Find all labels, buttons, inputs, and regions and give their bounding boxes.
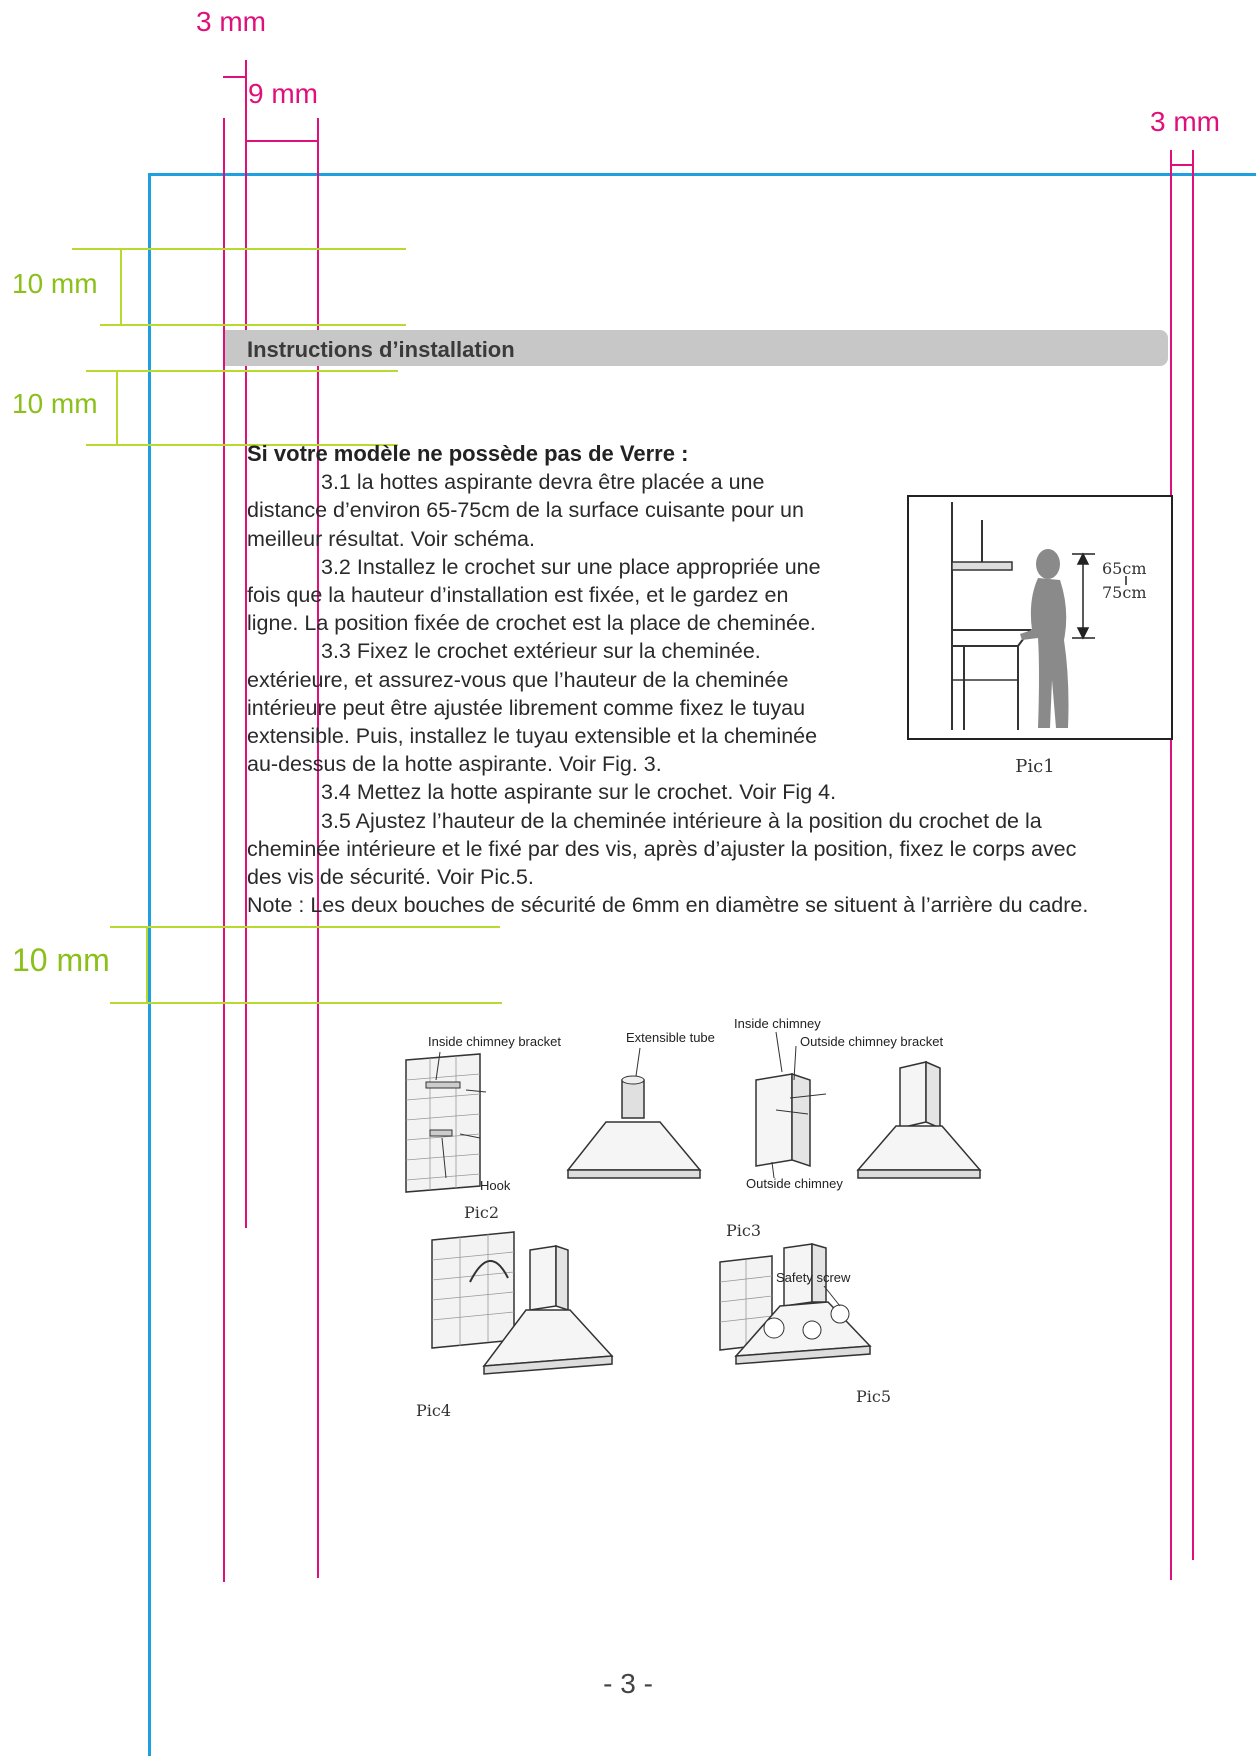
pic2-label: Pic2: [464, 1203, 499, 1222]
text-line: 3.1 la hottes aspirante devra être placé…: [321, 470, 765, 495]
pic3-callout-outside: Outside chimney: [746, 1176, 843, 1191]
pic3-tube-hood-icon: [566, 1075, 702, 1179]
pic1-dim-bottom: 75cm: [1102, 583, 1147, 602]
pic3-chimney-icon: [755, 1072, 827, 1168]
text-line: meilleur résultat. Voir schéma.: [247, 526, 535, 551]
section-title: Instructions d’installation: [247, 337, 515, 362]
guide-magenta-tick-3mm: [223, 76, 247, 78]
pic1-person-icon: [1020, 549, 1069, 728]
text-line: cheminée intérieure et le fixé par des v…: [247, 836, 1077, 861]
instructions-heading: Si votre modèle ne possède pas de Verre …: [247, 441, 689, 466]
pic1-label: Pic1: [1015, 756, 1054, 777]
pic3-callout-outside-bracket: Outside chimney bracket: [800, 1034, 943, 1049]
guide-green-v3: [146, 926, 148, 1004]
instructions-body: Si votre modèle ne possède pas de Verre …: [247, 440, 1197, 919]
guide-magenta-3: [317, 118, 319, 1578]
pic3-label: Pic3: [726, 1221, 761, 1240]
guide-green-h4: [86, 444, 398, 446]
guide-green-h2: [100, 324, 406, 326]
guide-magenta-tick-right: [1170, 164, 1194, 166]
pic3-callout-tube: Extensible tube: [626, 1030, 715, 1045]
text-line: distance d’environ 65-75cm de la surface…: [247, 498, 804, 523]
pic1-hood-icon: [951, 561, 1013, 571]
section-header-bar: [225, 330, 1168, 366]
text-line: au-dessus de la hotte aspirante. Voir Fi…: [247, 752, 662, 777]
text-line: 3.2 Installez le crochet sur une place a…: [321, 554, 821, 579]
pic2-callout-bracket: Inside chimney bracket: [428, 1034, 561, 1049]
pic1-dimension-arrow: [1072, 552, 1127, 640]
text-line: 3.5 Ajustez l’hauteur de la cheminée int…: [321, 808, 1042, 833]
guide-magenta-5: [1192, 150, 1194, 1560]
guide-blue-top: [148, 173, 1256, 176]
margin-label-10mm-a: 10 mm: [12, 268, 98, 299]
margin-label-9mm: 9 mm: [248, 78, 318, 109]
pic1-figure: 65cm 75cm Pic1: [907, 495, 1173, 777]
guide-magenta-1: [223, 118, 225, 1582]
text-line: des vis de sécurité. Voir Pic.5.: [247, 865, 534, 890]
text-line: 3.4 Mettez la hotte aspirante sur le cro…: [321, 780, 837, 805]
margin-label-3mm-left: 3 mm: [196, 6, 266, 37]
guide-green-v2: [116, 370, 118, 446]
margin-label-3mm-right: 3 mm: [1150, 106, 1220, 137]
pic3-callout-inside: Inside chimney: [734, 1016, 821, 1031]
guide-green-h5: [110, 926, 500, 928]
pic3-hood-icon: [856, 1060, 982, 1179]
guide-magenta-4: [1170, 150, 1172, 1580]
pic4-label: Pic4: [416, 1401, 451, 1420]
text-line: 3.3 Fixez le crochet extérieur sur la ch…: [321, 639, 761, 664]
guide-green-h1: [72, 248, 406, 250]
text-line: ligne. La position fixée de crochet est …: [247, 611, 816, 636]
text-line: intérieure peut être ajustée librement c…: [247, 695, 806, 720]
pic4-hang-icon: [431, 1231, 614, 1375]
installation-steps-figure: Inside chimney bracket Hook Pic2 Extensi…: [405, 1016, 982, 1420]
guide-magenta-2: [245, 60, 247, 1228]
guide-magenta-tick-9mm: [247, 140, 319, 142]
text-line: fois que la hauteur d’installation est f…: [247, 583, 789, 608]
guide-green-h3: [86, 370, 398, 372]
pic2-callout-hook: Hook: [480, 1178, 511, 1193]
pic5-screw-icon: [719, 1243, 872, 1365]
pic5-callout-screw: Safety screw: [776, 1270, 851, 1285]
text-line: extensible. Puis, installez le tuyau ext…: [247, 724, 818, 749]
text-line: extérieure, et assurez-vous que l’hauteu…: [247, 667, 789, 692]
guide-blue-left: [148, 173, 151, 1756]
margin-label-10mm-b: 10 mm: [12, 388, 98, 419]
margin-label-10mm-c: 10 mm: [12, 942, 110, 978]
text-line: Note : Les deux bouches de sécurité de 6…: [247, 893, 1089, 918]
page-number: - 3 -: [603, 1668, 653, 1699]
guide-green-v1: [120, 248, 122, 326]
guide-green-h6: [110, 1002, 502, 1004]
pic5-label: Pic5: [856, 1387, 891, 1406]
pic2-wall-icon: [405, 1053, 487, 1193]
pic1-dim-top: 65cm: [1102, 559, 1147, 578]
